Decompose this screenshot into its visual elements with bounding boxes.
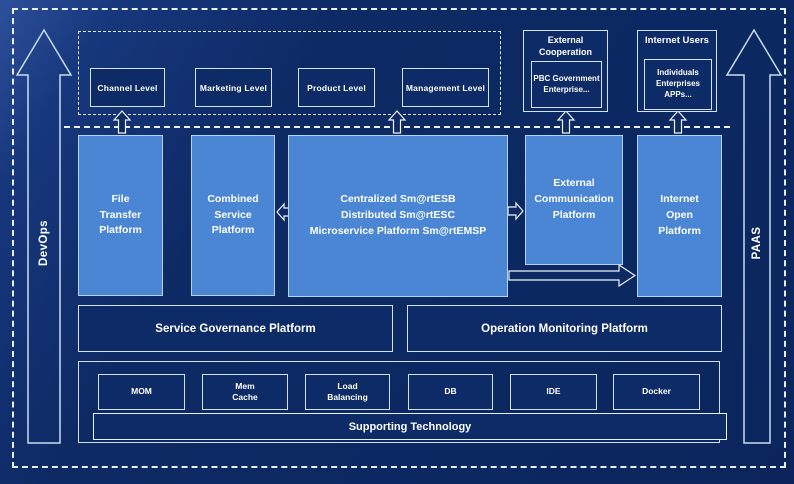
platform-file-transfer: File Transfer Platform xyxy=(78,135,163,296)
operation-monitoring-platform: Operation Monitoring Platform xyxy=(407,305,722,352)
long-arrow-esb-to-internet-open xyxy=(508,263,637,288)
tech-box-ide: IDE xyxy=(510,374,597,410)
level-box-channel: Channel Level xyxy=(90,68,165,107)
external-cooperation-members: PBC Government Enterprise... xyxy=(531,61,602,108)
level-box-product: Product Level xyxy=(298,68,375,107)
supporting-technology-bar: Supporting Technology xyxy=(93,413,727,440)
platform-combined-service: Combined Service Platform xyxy=(191,135,275,296)
tech-box-mom: MOM xyxy=(98,374,185,410)
platform-esb-esc-emsp: Centralized Sm@rtESB Distributed Sm@rtES… xyxy=(288,135,508,297)
up-arrow-file-transfer xyxy=(112,110,132,134)
paas-rail-label: PAAS xyxy=(751,226,763,260)
tech-box-db: DB xyxy=(408,374,493,410)
up-arrow-internet-open xyxy=(668,110,688,134)
up-arrow-external-communication xyxy=(556,110,576,134)
devops-up-arrow xyxy=(15,28,73,444)
devops-rail-label: DevOps xyxy=(38,220,50,266)
tech-box-load-balancing: Load Balancing xyxy=(305,374,390,410)
up-arrow-esb xyxy=(387,110,407,134)
levels-dashed-container xyxy=(78,31,501,115)
paas-up-arrow xyxy=(725,28,783,444)
platform-external-communication: External Communication Platform xyxy=(525,135,623,265)
tech-box-mem-cache: Mem Cache xyxy=(202,374,288,410)
external-cooperation-panel: External Cooperation PBC Government Ente… xyxy=(523,30,608,112)
internet-users-title: Internet Users xyxy=(645,35,709,46)
internet-users-panel: Internet Users Individuals Enterprises A… xyxy=(637,30,717,112)
supporting-technology-container xyxy=(78,361,720,443)
platform-internet-open: Internet Open Platform xyxy=(637,135,722,297)
external-cooperation-title: External Cooperation xyxy=(539,35,592,57)
internet-users-members: Individuals Enterprises APPs... xyxy=(644,59,712,110)
level-box-marketing: Marketing Level xyxy=(195,68,272,107)
right-arrow-esb-to-external xyxy=(507,201,524,221)
level-box-management: Management Level xyxy=(402,68,489,107)
outer-dashed-frame xyxy=(12,8,786,468)
tech-box-docker: Docker xyxy=(613,374,700,410)
service-governance-platform: Service Governance Platform xyxy=(78,305,393,352)
